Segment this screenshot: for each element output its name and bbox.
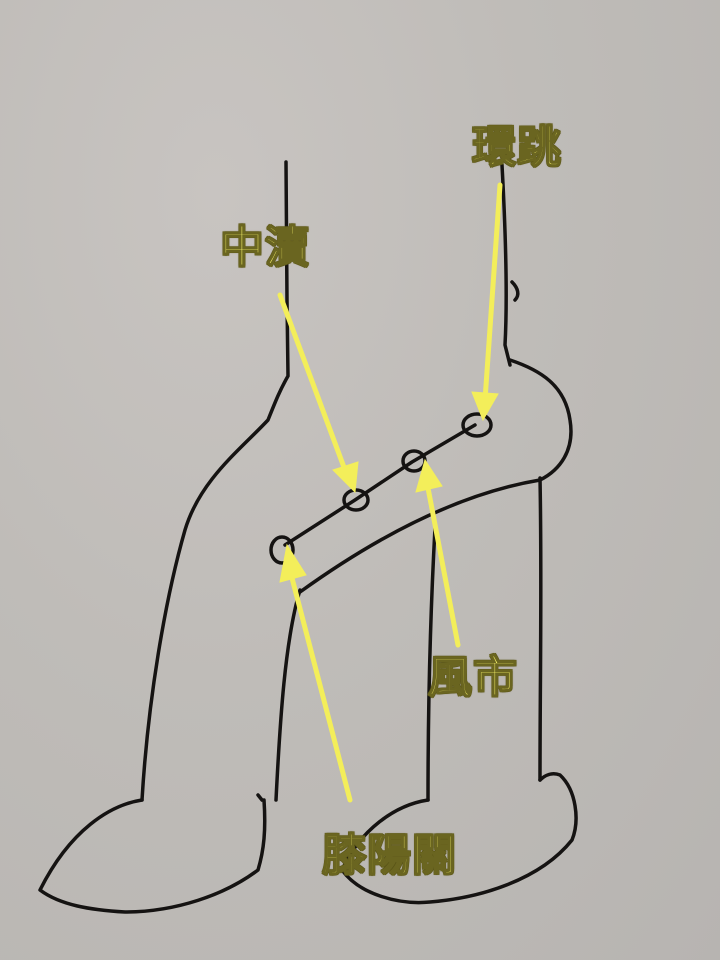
label-xiyangguan: 膝陽關	[321, 830, 457, 881]
right-shin-front	[426, 526, 437, 802]
right-shin-back	[538, 476, 543, 782]
knee-curve	[298, 358, 573, 594]
right-foot-outline	[340, 772, 578, 905]
point-xiyangguan	[269, 535, 295, 565]
left-ankle-back	[256, 793, 264, 802]
label-zhongdu: 中瀆	[219, 222, 310, 273]
left-leg-outline	[140, 160, 290, 802]
arrow-huantiao-head	[471, 391, 499, 422]
arrow-zhongdu-shaft	[277, 292, 348, 473]
thigh-line	[283, 423, 477, 547]
label-fengshi: 風市	[427, 652, 518, 703]
arrow-fengshi-head	[415, 458, 443, 493]
right-hip-mark	[510, 280, 520, 302]
arrow-fengshi-shaft	[425, 485, 461, 648]
arrow-huantiao-shaft	[482, 182, 503, 403]
left-shin-back	[274, 588, 302, 802]
arrow-xiyangguan-head	[279, 543, 307, 583]
left-foot-outline	[38, 798, 267, 914]
right-leg-outline	[500, 163, 512, 367]
label-huantiao: 環跳	[471, 122, 562, 173]
point-zhongdu	[342, 488, 370, 512]
point-huantiao	[461, 412, 493, 438]
arrow-zhongdu-head	[332, 461, 359, 494]
arrow-xiyangguan-shaft	[289, 575, 353, 803]
